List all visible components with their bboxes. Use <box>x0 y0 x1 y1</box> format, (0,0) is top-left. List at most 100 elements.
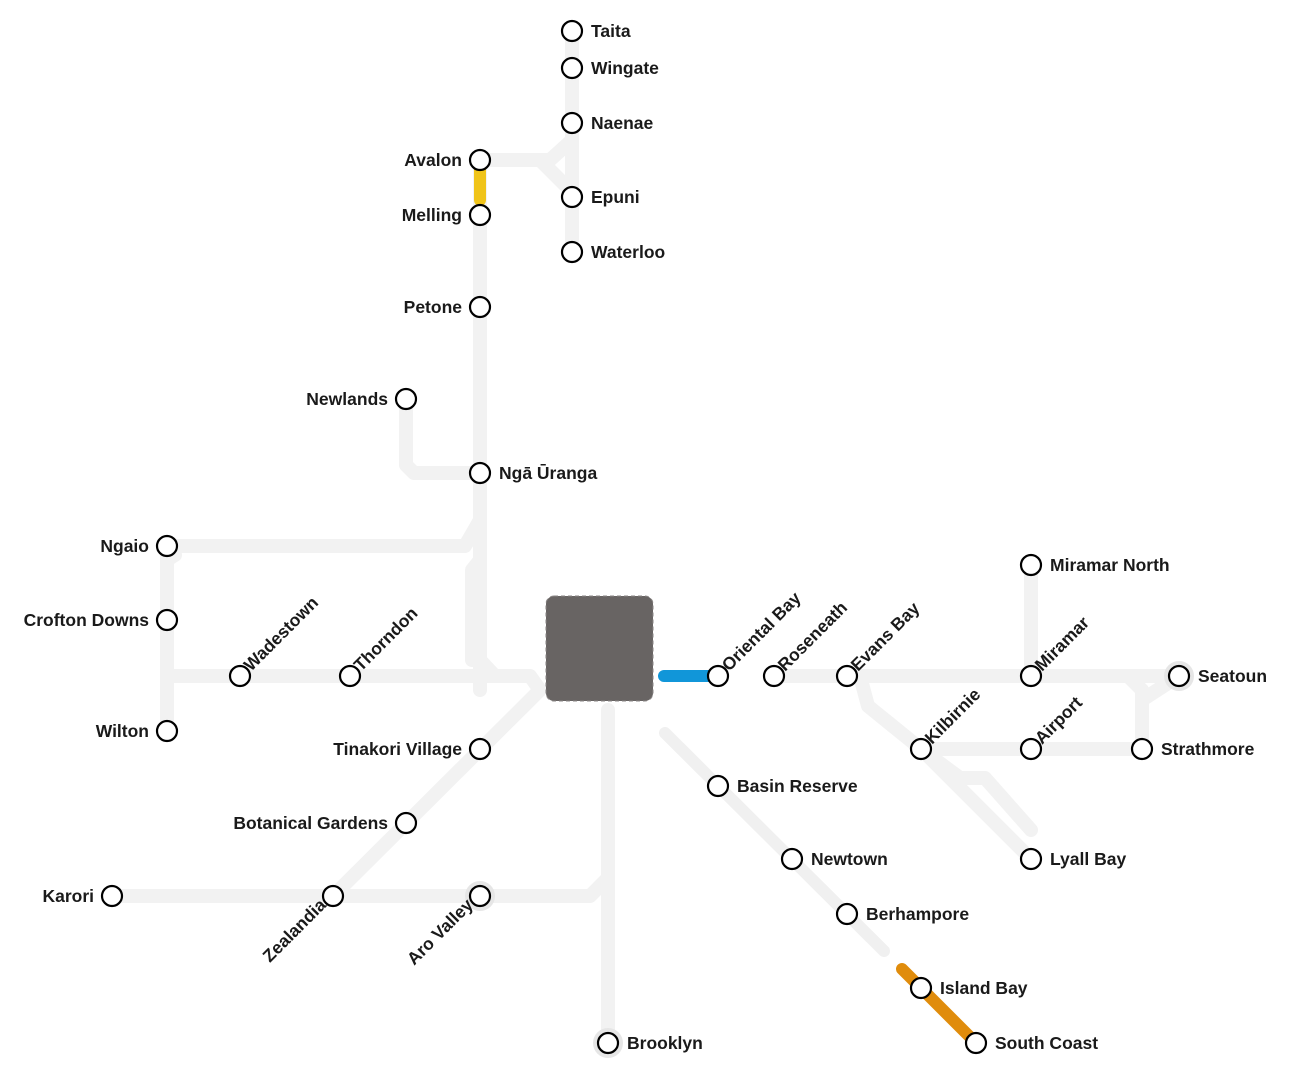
track-segment <box>533 153 579 199</box>
station-marker[interactable] <box>468 461 492 485</box>
station-marker[interactable] <box>835 664 859 688</box>
station-label: Island Bay <box>940 978 1028 998</box>
station-marker[interactable] <box>394 811 418 835</box>
station-label: Kilbirnie <box>921 684 985 748</box>
station-marker[interactable] <box>1019 553 1043 577</box>
station-label: Taita <box>591 21 631 41</box>
central-hub[interactable] <box>545 595 654 702</box>
station-label: Melling <box>402 205 462 225</box>
station-petone[interactable]: Petone <box>404 295 492 319</box>
station-south-coast[interactable]: South Coast <box>964 1031 1098 1055</box>
station-marker[interactable] <box>155 719 179 743</box>
station-seatoun[interactable]: Seatoun <box>1167 664 1267 688</box>
station-wilton[interactable]: Wilton <box>96 719 179 743</box>
station-label: Tinakori Village <box>333 739 462 759</box>
station-marker[interactable] <box>762 664 786 688</box>
station-marker[interactable] <box>560 19 584 43</box>
station-brooklyn[interactable]: Brooklyn <box>596 1031 703 1055</box>
station-avalon[interactable]: Avalon <box>404 148 492 172</box>
station-marker[interactable] <box>909 976 933 1000</box>
track-segment <box>473 653 502 683</box>
station-marker[interactable] <box>468 148 492 172</box>
station-island-bay[interactable]: Island Bay <box>909 976 1028 1000</box>
track-segment <box>326 683 547 903</box>
station-label: Seatoun <box>1198 666 1267 686</box>
station-label: Wilton <box>96 721 149 741</box>
station-label: Aro Valley <box>403 895 477 969</box>
station-marker[interactable] <box>321 884 345 908</box>
station-label: Newlands <box>306 389 388 409</box>
station-marker[interactable] <box>228 664 252 688</box>
station-marker[interactable] <box>706 664 730 688</box>
station-label: Botanical Gardens <box>233 813 388 833</box>
station-label: Basin Reserve <box>737 776 858 796</box>
track-segment <box>160 513 487 553</box>
station-marker[interactable] <box>560 111 584 135</box>
station-tinakori-village[interactable]: Tinakori Village <box>333 737 492 761</box>
station-label: Newtown <box>811 849 888 869</box>
station-karori[interactable]: Karori <box>42 884 124 908</box>
station-marker[interactable] <box>1019 847 1043 871</box>
station-crofton-downs[interactable]: Crofton Downs <box>24 608 179 632</box>
station-naenae[interactable]: Naenae <box>560 111 654 135</box>
station-melling[interactable]: Melling <box>402 203 492 227</box>
station-marker[interactable] <box>596 1031 620 1055</box>
station-marker[interactable] <box>468 203 492 227</box>
station-marker[interactable] <box>964 1031 988 1055</box>
station-label: Miramar <box>1031 612 1093 674</box>
station-label: Petone <box>404 297 463 317</box>
station-waterloo[interactable]: Waterloo <box>560 240 665 264</box>
station-label: Crofton Downs <box>24 610 150 630</box>
station-epuni[interactable]: Epuni <box>560 185 640 209</box>
station-taita[interactable]: Taita <box>560 19 631 43</box>
station-berhampore[interactable]: Berhampore <box>835 902 969 926</box>
station-strathmore[interactable]: Strathmore <box>1130 737 1255 761</box>
station-marker[interactable] <box>155 534 179 558</box>
station-label: Ngaio <box>100 536 149 556</box>
track-network <box>105 24 1186 1050</box>
station-newlands[interactable]: Newlands <box>306 387 418 411</box>
station-marker[interactable] <box>100 884 124 908</box>
station-wingate[interactable]: Wingate <box>560 56 659 80</box>
station-marker[interactable] <box>155 608 179 632</box>
station-label: Waterloo <box>591 242 665 262</box>
station-label: Brooklyn <box>627 1033 703 1053</box>
station-marker[interactable] <box>1130 737 1154 761</box>
station-botanical-gardens[interactable]: Botanical Gardens <box>233 811 418 835</box>
station-marker[interactable] <box>468 737 492 761</box>
station-marker[interactable] <box>909 737 933 761</box>
station-label: Evans Bay <box>847 598 924 675</box>
station-marker[interactable] <box>468 295 492 319</box>
station-label: Avalon <box>404 150 462 170</box>
track-segment <box>465 553 487 667</box>
station-marker[interactable] <box>835 902 859 926</box>
station-lyall-bay[interactable]: Lyall Bay <box>1019 847 1126 871</box>
station-label: Zealandia <box>259 895 330 966</box>
station-marker[interactable] <box>780 847 804 871</box>
station-label: Thorndon <box>350 603 422 675</box>
station-marker[interactable] <box>1019 737 1043 761</box>
station-label: South Coast <box>995 1033 1098 1053</box>
station-marker[interactable] <box>560 185 584 209</box>
station-label: Strathmore <box>1161 739 1255 759</box>
station-marker[interactable] <box>560 56 584 80</box>
station-newtown[interactable]: Newtown <box>780 847 888 871</box>
station-marker[interactable] <box>706 774 730 798</box>
station-label: Lyall Bay <box>1050 849 1126 869</box>
track-segment <box>399 392 487 480</box>
station-nga-uranga[interactable]: Ngā Ūranga <box>468 461 597 485</box>
station-marker[interactable] <box>1167 664 1191 688</box>
track-segment <box>160 548 182 567</box>
station-marker[interactable] <box>338 664 362 688</box>
track-segment <box>914 742 1038 837</box>
station-ngaio[interactable]: Ngaio <box>100 534 179 558</box>
station-miramar-north[interactable]: Miramar North <box>1019 553 1170 577</box>
station-marker[interactable] <box>394 387 418 411</box>
track-segment <box>473 133 579 167</box>
station-basin-reserve[interactable]: Basin Reserve <box>706 774 858 798</box>
station-marker[interactable] <box>468 884 492 908</box>
station-marker[interactable] <box>560 240 584 264</box>
station-label: Wadestown <box>240 592 322 674</box>
station-marker[interactable] <box>1019 664 1043 688</box>
